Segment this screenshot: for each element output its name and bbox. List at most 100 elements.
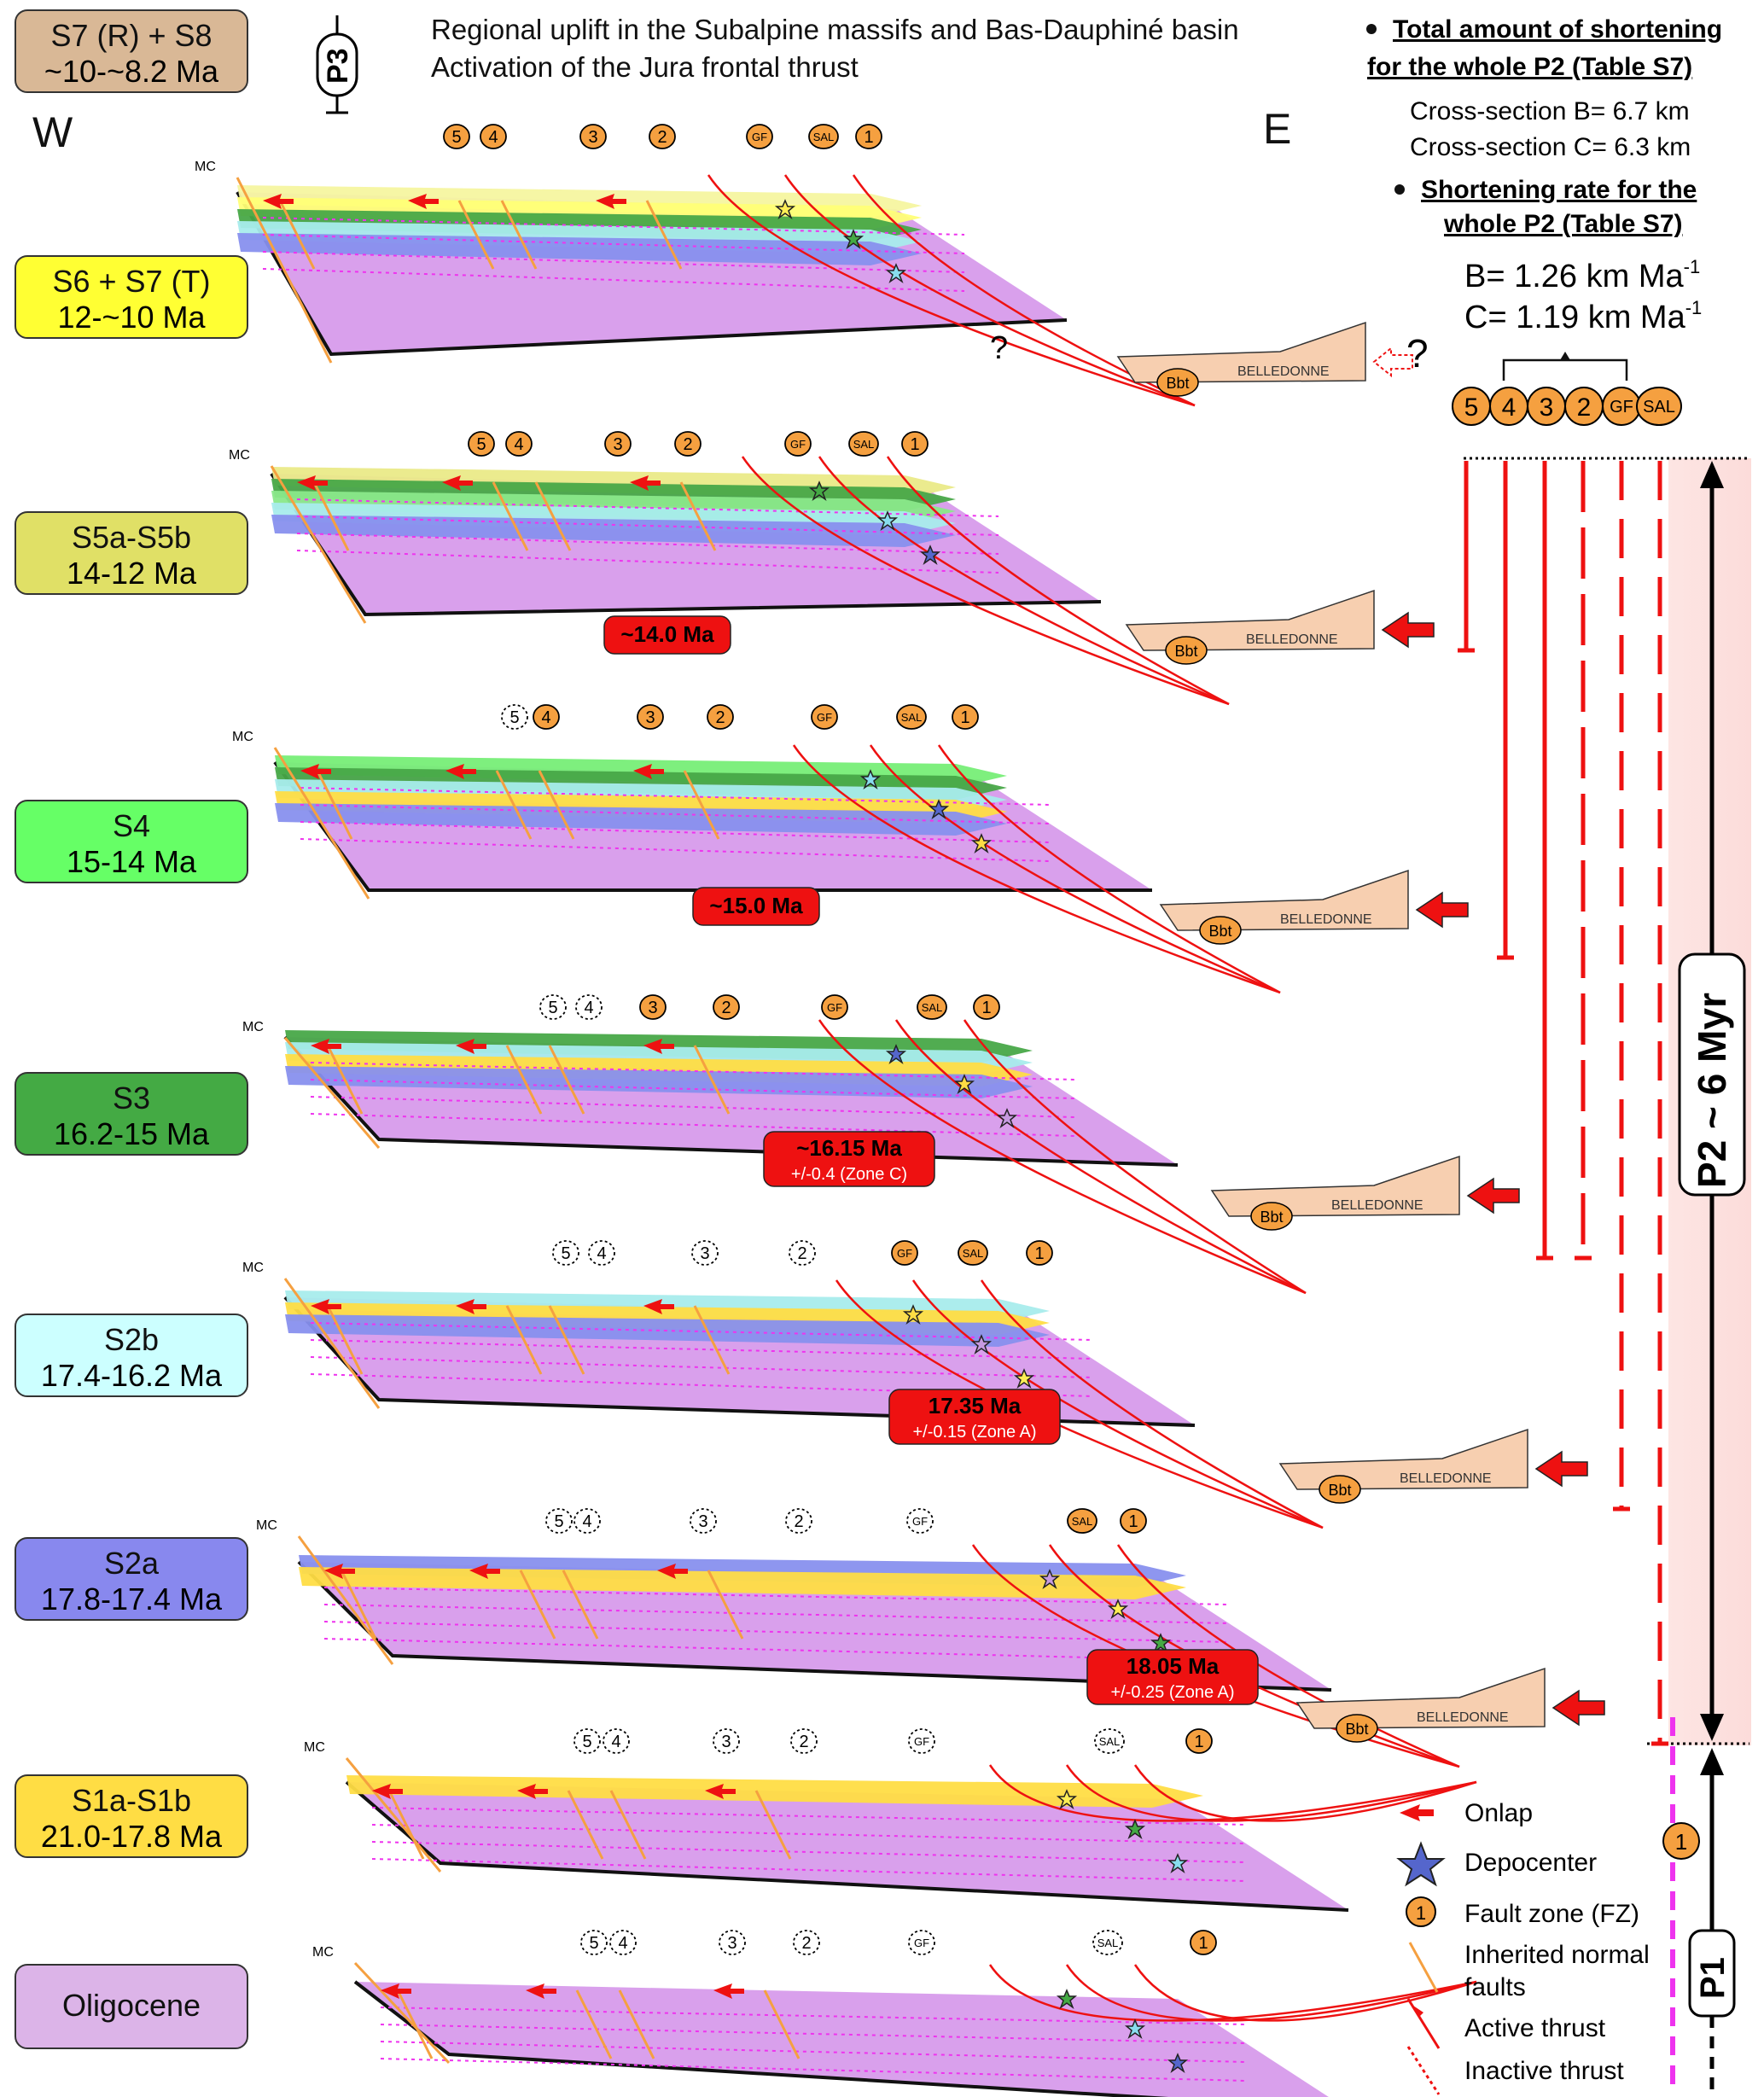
- depocenter-star-icon: [1056, 1989, 1078, 2010]
- rate-c: C= 1.19 km Ma-1: [1464, 297, 1702, 335]
- legend-depocenter: Depocenter: [1396, 1841, 1597, 1887]
- fault-zone-label: 1: [981, 999, 991, 1017]
- fault-zone-label: SAL: [813, 131, 835, 143]
- fault-zone-label: GF: [817, 711, 832, 724]
- fault-zone-label: GF: [914, 1937, 929, 1949]
- stage-age: 21.0-17.8 Ma: [41, 1819, 223, 1854]
- fault-zone-label: 5: [582, 1733, 591, 1751]
- fault-zone-label: 3: [700, 1244, 709, 1263]
- fault-zone-label: 1: [1128, 1512, 1138, 1531]
- shortening-bracket: [1502, 352, 1628, 381]
- depocenter-star-icon: [1013, 1368, 1035, 1389]
- rate-b: B= 1.26 km Ma-1: [1464, 256, 1700, 294]
- fault-zone-label: 5: [589, 1934, 598, 1953]
- legend-active: Active thrust: [1406, 1998, 1606, 2049]
- fault-row-label: GF: [1610, 398, 1633, 416]
- fault-zone-label: 4: [582, 1512, 591, 1531]
- age-label: ~15.0 Ma: [709, 893, 803, 918]
- stage-age: 17.8-17.4 Ma: [41, 1581, 223, 1616]
- phase-timeline: P2 ~ 6 Myr P1 1: [1662, 461, 1746, 2091]
- fault-zone-label: 4: [597, 1244, 606, 1263]
- massif-label: BELLEDONNE: [1237, 364, 1330, 379]
- fault-zone-label: GF: [790, 438, 806, 451]
- fault-zone-label: 1: [864, 128, 873, 147]
- bbt-label: Bbt: [1260, 1209, 1283, 1226]
- shortening-heading1: Total amount of shortening: [1393, 15, 1722, 44]
- depocenter-star-icon: [1056, 1789, 1078, 1810]
- mc-label: MC: [242, 1261, 264, 1275]
- mc-label: MC: [195, 160, 216, 174]
- depocenter-star-icon: [996, 1108, 1018, 1129]
- svg-text:Depocenter: Depocenter: [1464, 1849, 1597, 1877]
- fault-zone-label: 3: [721, 1733, 731, 1751]
- legend-fault-zone: 1 Fault zone (FZ): [1406, 1896, 1639, 1928]
- stage-box: S7 (R) + S8~10-~8.2 Ma: [15, 9, 248, 93]
- svg-text:faults: faults: [1464, 1973, 1526, 2001]
- depocenter-star-icon: [953, 1074, 975, 1095]
- west-label: W: [32, 108, 73, 156]
- rate-heading1: Shortening rate for the: [1421, 176, 1697, 204]
- shortening-arrow-icon: [1552, 1689, 1605, 1727]
- stage-name: Oligocene: [62, 1988, 201, 2023]
- fault-zone-label: 3: [645, 708, 655, 727]
- fault-zone-label: 2: [799, 1733, 808, 1751]
- fault-zone-label: 1: [910, 435, 919, 454]
- fault-zone-label: 4: [611, 1733, 620, 1751]
- massif-label: BELLEDONNE: [1400, 1471, 1492, 1486]
- fault-zone-label: SAL: [963, 1247, 984, 1260]
- p1-label: P1: [1694, 1957, 1732, 1999]
- bbt-label: Bbt: [1345, 1721, 1368, 1738]
- shortening-arrow-icon: [1534, 1450, 1588, 1488]
- fault-row-label: SAL: [1643, 398, 1675, 416]
- fault-zone-label: 1: [1198, 1934, 1208, 1953]
- fault-zone-label: SAL: [1072, 1515, 1093, 1528]
- age-uncertainty: +/-0.25 (Zone A): [1110, 1683, 1234, 1702]
- p1-fault-1: 1: [1675, 1829, 1687, 1855]
- massif-label: BELLEDONNE: [1280, 912, 1372, 927]
- svg-text:Onlap: Onlap: [1464, 1799, 1533, 1827]
- depocenter-star-icon: [1167, 2053, 1189, 2074]
- depocenter-star-icon: [1039, 1569, 1061, 1590]
- mc-label: MC: [312, 1945, 334, 1960]
- fault-zone-label: 5: [509, 708, 519, 727]
- question-mark: ?: [990, 330, 1008, 366]
- fault-zone-label: GF: [897, 1247, 912, 1260]
- p2-label: P2 ~ 6 Myr: [1690, 993, 1734, 1188]
- stage-name: S4: [113, 808, 150, 843]
- depocenter-star-icon: [1167, 1853, 1189, 1874]
- fault-zone-label: SAL: [922, 1001, 943, 1014]
- mc-label: MC: [304, 1740, 325, 1755]
- stage-age: 12-~10 Ma: [57, 300, 206, 335]
- mc-label: MC: [256, 1518, 277, 1533]
- stage-legend-column: S7 (R) + S8~10-~8.2 Ma S6 + S7 (T)12-~10 …: [15, 9, 248, 2049]
- depocenter-star-icon: [1124, 2018, 1146, 2040]
- depocenter-star-icon: [1124, 1819, 1146, 1840]
- stage-name: S2b: [104, 1322, 159, 1357]
- title-line1: Regional uplift in the Subalpine massifs…: [431, 14, 1239, 45]
- shortening-section-b: Cross-section B= 6.7 km: [1410, 97, 1690, 125]
- shortening-arrow-icon: [1381, 611, 1435, 649]
- fault-zone-label: 2: [657, 128, 667, 147]
- fault-zone-label: 4: [514, 435, 523, 454]
- fault-zone-label: 2: [801, 1934, 811, 1953]
- stage-box: S6 + S7 (T)12-~10 Ma: [15, 255, 248, 339]
- svg-text:Inherited normal: Inherited normal: [1464, 1941, 1650, 1969]
- age-label: 17.35 Ma: [929, 1393, 1022, 1418]
- fault-zone-label: 5: [476, 435, 486, 454]
- depocenter-star-icon: [885, 1044, 907, 1065]
- stage-box: Oligocene: [15, 1964, 248, 2049]
- mc-label: MC: [242, 1020, 264, 1034]
- fault-activity-bars: [1458, 461, 1668, 1746]
- stage-name: S5a-S5b: [72, 520, 191, 555]
- depocenter-star-icon: [902, 1304, 924, 1325]
- fault-zone-label: 4: [618, 1934, 627, 1953]
